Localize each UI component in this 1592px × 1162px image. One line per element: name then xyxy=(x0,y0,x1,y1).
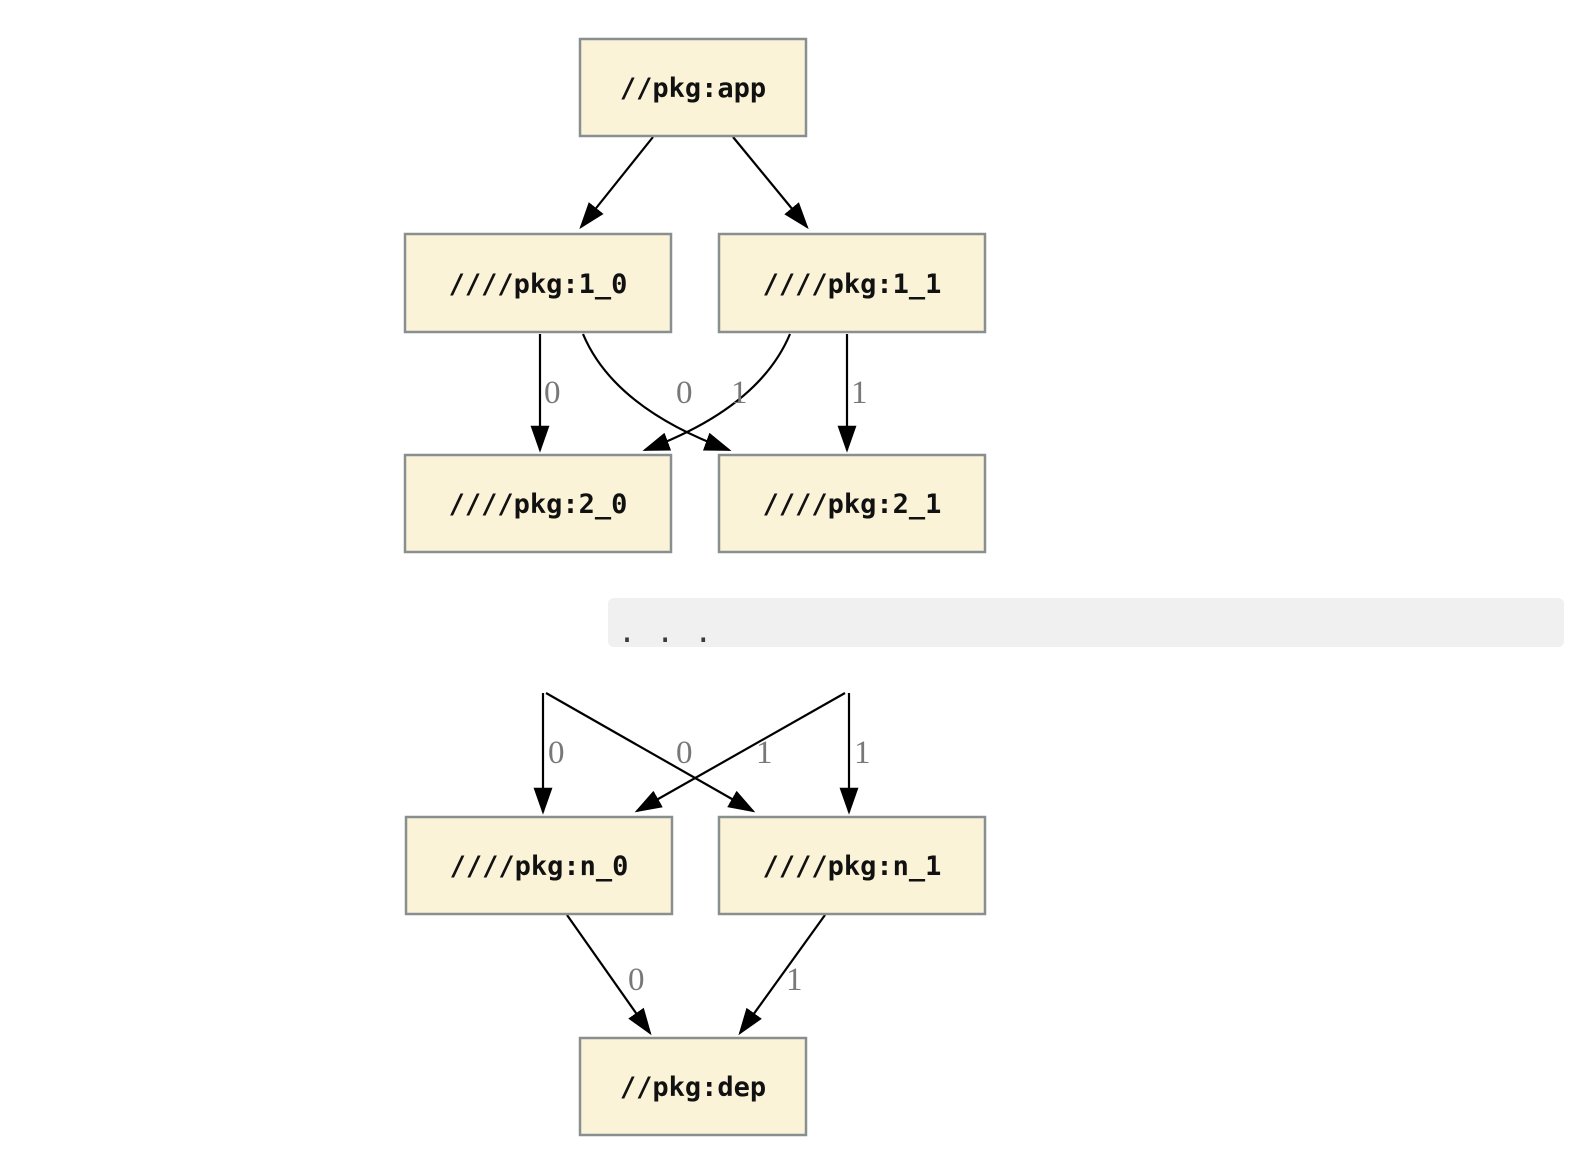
ellipsis-band-rect xyxy=(608,598,1564,647)
edge-app-to-1_1 xyxy=(732,136,809,230)
edge-label-prev-n_0: 0 xyxy=(548,735,565,771)
node-pkg-n_0: ////pkg:n_0 xyxy=(404,815,674,916)
edge-label-n_0-dep: 0 xyxy=(628,962,645,998)
node-pkg-n_1-label: ////pkg:n_1 xyxy=(763,851,942,882)
node-pkg-dep-label: //pkg:dep xyxy=(620,1072,766,1103)
edge-1_0-to-2_1 xyxy=(581,333,732,452)
node-pkg-app-box xyxy=(578,37,808,138)
node-pkg-app-label: //pkg:app xyxy=(620,73,766,104)
edge-label-n_1-dep: 1 xyxy=(786,962,803,998)
ellipsis-band: . . . xyxy=(608,598,1564,650)
node-pkg-2_1: ////pkg:2_1 xyxy=(717,453,987,554)
edge-app-to-1_0 xyxy=(579,136,654,230)
node-pkg-2_0-label: ////pkg:2_0 xyxy=(449,489,628,520)
edge-label-1_1-2_0: 1 xyxy=(731,375,748,411)
edge-label-prev2-n_1: 1 xyxy=(854,735,871,771)
edge-n_1-to-dep xyxy=(738,914,826,1036)
edge-label-prev2-n_0: 1 xyxy=(756,735,773,771)
edge-n_0-to-dep xyxy=(566,914,652,1036)
edge-label-1_1-2_1: 1 xyxy=(851,375,868,411)
node-pkg-2_0: ////pkg:2_0 xyxy=(403,453,673,554)
node-pkg-dep-box xyxy=(578,1036,808,1137)
edge-label-1_0-2_1: 0 xyxy=(676,375,693,411)
node-pkg-n_0-label: ////pkg:n_0 xyxy=(450,851,629,882)
node-pkg-1_0-box xyxy=(403,232,673,334)
edge-label-1_0-2_0: 0 xyxy=(544,375,561,411)
node-pkg-1_0: ////pkg:1_0 xyxy=(403,232,673,334)
node-pkg-n_1-box xyxy=(717,815,987,916)
node-pkg-n_1: ////pkg:n_1 xyxy=(717,815,987,916)
node-pkg-2_1-box xyxy=(717,453,987,554)
node-pkg-2_1-label: ////pkg:2_1 xyxy=(763,489,942,520)
edge-label-prev-n_1: 0 xyxy=(676,735,693,771)
ellipsis-text: . . . xyxy=(618,615,713,650)
edge-prev2-to-n_0 xyxy=(634,692,846,813)
node-pkg-n_0-box xyxy=(404,815,674,916)
node-pkg-app: //pkg:app xyxy=(578,37,808,138)
node-pkg-1_0-label: ////pkg:1_0 xyxy=(449,269,628,300)
edge-1_1-to-2_0 xyxy=(642,333,792,452)
node-pkg-2_0-box xyxy=(403,453,673,554)
node-pkg-dep: //pkg:dep xyxy=(578,1036,808,1137)
node-pkg-1_1: ////pkg:1_1 xyxy=(717,232,987,334)
edge-prev-to-n_1 xyxy=(545,692,756,813)
node-pkg-1_1-label: ////pkg:1_1 xyxy=(763,269,942,300)
node-pkg-1_1-box xyxy=(717,232,987,334)
